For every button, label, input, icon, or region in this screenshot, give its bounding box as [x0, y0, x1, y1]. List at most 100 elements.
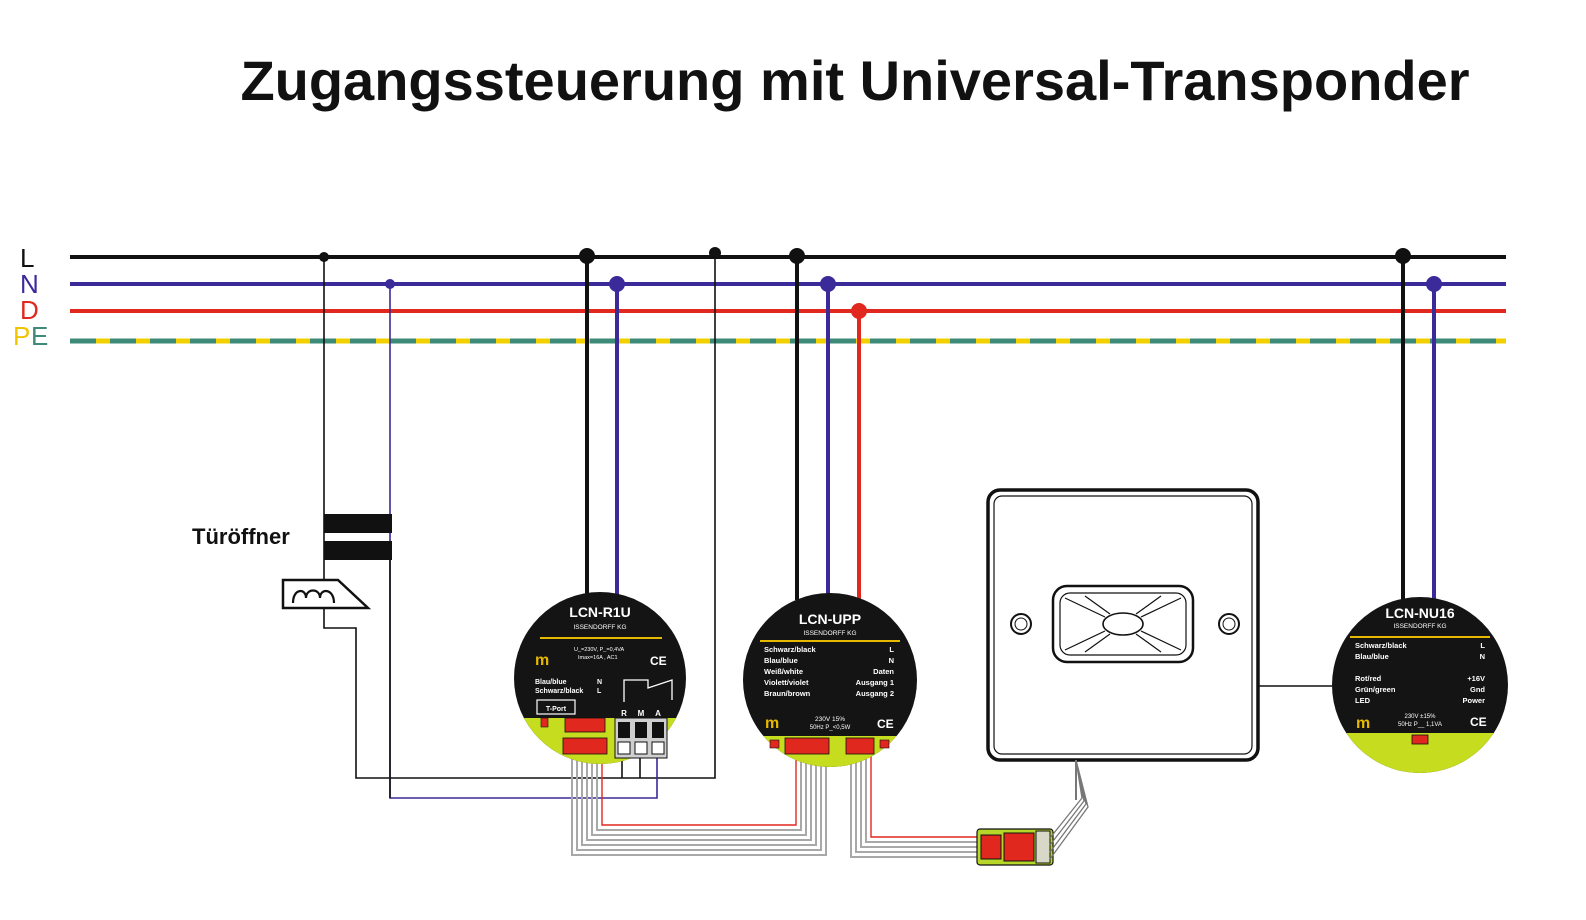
door-opener-coil-top — [324, 514, 392, 533]
nu16-led — [1411, 734, 1429, 745]
nu16-spec2: 50Hz P__ 1,1VA — [1398, 722, 1442, 728]
reader-frame — [986, 488, 1260, 762]
diagram-title: Zugangssteuerung mit Universal-Transpond… — [240, 49, 1469, 112]
bus-label-pe-p: P — [13, 321, 30, 351]
nu16-row-term: Power — [1462, 696, 1485, 705]
bus-drops — [585, 255, 1436, 610]
r1u-name: LCN-R1U — [569, 604, 630, 620]
upp-led — [879, 739, 890, 749]
nu16-ce: CE — [1470, 715, 1487, 729]
upp-wire-table: Schwarz/black L Blau/blue N Weiß/white D… — [764, 645, 894, 698]
upp-led — [769, 739, 780, 749]
module-lcn-nu16: LCN-NU16 ISSENDORFF KG Schwarz/black L B… — [1332, 597, 1508, 773]
door-opener-label: Türöffner — [192, 524, 290, 549]
upp-body — [743, 593, 917, 767]
upp-connector-left — [784, 737, 830, 755]
junction-dot — [789, 248, 805, 264]
junction-dot — [609, 276, 625, 292]
upp-row-wire: Braun/brown — [764, 689, 811, 698]
upp-name: LCN-UPP — [799, 611, 861, 627]
bus-lines — [70, 255, 1506, 344]
module-lcn-upp: LCN-UPP ISSENDORFF KG Schwarz/black L Bl… — [743, 593, 917, 767]
r1u-ce: CE — [650, 654, 667, 668]
upp-ce: CE — [877, 717, 894, 731]
nu16-row-wire: Grün/green — [1355, 685, 1396, 694]
r1u-wire1-term: N — [597, 679, 602, 686]
reader-inner — [993, 495, 1253, 755]
bus-label-d: D — [20, 295, 39, 325]
nu16-row-wire: LED — [1355, 696, 1371, 705]
nu16-row-term: Gnd — [1470, 685, 1485, 694]
junction-dots — [319, 247, 1442, 319]
junction-dot — [1395, 248, 1411, 264]
connector-terminals — [1035, 830, 1051, 864]
terminal-screw-icon — [617, 722, 665, 755]
r1u-relay-a: A — [655, 709, 661, 718]
upp-connector-right — [845, 737, 875, 755]
nu16-row-wire: Schwarz/black — [1355, 641, 1408, 650]
ribbon-r1u-upp-red — [601, 755, 797, 826]
transponder-connector — [976, 759, 1089, 866]
upp-row-term: N — [889, 656, 894, 665]
upp-maker: ISSENDORFF KG — [803, 630, 856, 637]
door-opener-symbol-icon — [281, 578, 372, 610]
nu16-row-term: N — [1480, 652, 1485, 661]
r1u-tport: T-Port — [546, 706, 567, 713]
connector-block — [1003, 832, 1035, 862]
junction-dot — [851, 303, 867, 319]
door-opener: Türöffner — [192, 514, 392, 610]
upp-row-wire: Violett/violet — [764, 678, 809, 687]
junction-dot — [820, 276, 836, 292]
ribbon-cables — [571, 755, 982, 858]
upp-spec1: 230V 15% — [815, 716, 845, 723]
bus-label-n: N — [20, 269, 39, 299]
r1u-spec1: U_=230V, P_=0,4VA — [574, 647, 624, 653]
nu16-row-term: L — [1480, 641, 1485, 650]
reader-sensor-icon — [1051, 584, 1195, 664]
r1u-spec2: Imax=16A , AC1 — [578, 655, 618, 661]
nu16-body — [1332, 597, 1508, 773]
module-lcn-r1u: LCN-R1U ISSENDORFF KG m U_=230V, P_=0,4V… — [514, 592, 686, 764]
r1u-wire2: Schwarz/black — [535, 688, 583, 695]
bus-label-pe-e: E — [31, 321, 48, 351]
junction-dot — [1426, 276, 1442, 292]
upp-row-term: Ausgang 2 — [856, 689, 894, 698]
junction-dot — [319, 252, 329, 262]
nu16-logo-icon: m — [1356, 715, 1370, 732]
bus-label-l: L — [20, 243, 34, 273]
upp-row-wire: Blau/blue — [764, 656, 798, 665]
nu16-maker: ISSENDORFF KG — [1393, 623, 1446, 630]
upp-spec2: 50Hz P_<0,5W — [810, 725, 851, 731]
r1u-maker: ISSENDORFF KG — [573, 624, 626, 631]
screw-icon — [1014, 617, 1028, 631]
r1u-logo-icon: m — [535, 652, 549, 669]
r1u-wire1: Blau/blue — [535, 679, 567, 686]
transponder-reader — [986, 488, 1260, 800]
door-opener-coil-bottom — [324, 541, 392, 560]
junction-dot — [709, 247, 721, 259]
r1u-relay-m: M — [638, 709, 645, 718]
r1u-connector-bottom — [562, 737, 608, 755]
relay-contact-icon — [623, 679, 673, 702]
nu16-row-wire: Rot/red — [1355, 674, 1382, 683]
upp-row-wire: Weiß/white — [764, 667, 803, 676]
r1u-led — [540, 717, 549, 728]
transponder-cable — [1049, 759, 1089, 860]
upp-row-term: Ausgang 1 — [856, 678, 894, 687]
ribbon-r1u-upp — [571, 755, 827, 856]
r1u-connector-top — [564, 717, 606, 733]
nu16-row-term: +16V — [1467, 674, 1485, 683]
ribbon-upp-transponder — [850, 755, 982, 858]
nu16-name: LCN-NU16 — [1385, 605, 1454, 621]
upp-row-term: L — [889, 645, 894, 654]
screw-icon — [1218, 613, 1240, 635]
screw-icon — [1222, 617, 1236, 631]
nu16-spec1: 230V ±15% — [1405, 714, 1437, 720]
r1u-wire2-term: L — [597, 688, 602, 695]
screw-icon — [1010, 613, 1032, 635]
r1u-tport-box — [536, 699, 576, 715]
wire-door-l — [323, 253, 716, 779]
nu16-wire-table: Schwarz/black L Blau/blue N Rot/red +16V… — [1355, 641, 1485, 705]
bus-legend: L N D P E — [13, 243, 48, 351]
